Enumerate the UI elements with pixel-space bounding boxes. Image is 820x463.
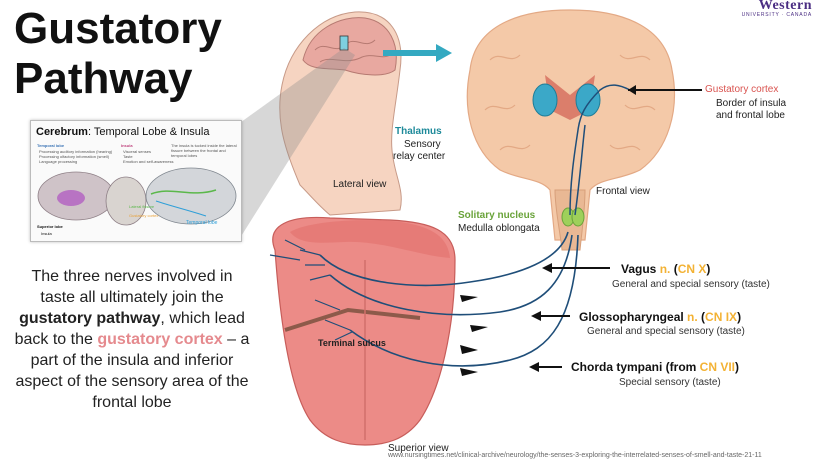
glosso-open: ( — [697, 310, 706, 324]
thalamus-left — [532, 83, 558, 117]
gustatory-pointer-head-icon — [628, 85, 636, 95]
gustatory-sub-1: Border of insula — [716, 98, 787, 109]
glosso-mid: n. — [687, 310, 698, 324]
glosso-sub: General and special sensory (taste) — [587, 326, 745, 337]
solitary-nucleus-2 — [571, 207, 585, 227]
superior-view-label: Superior view — [388, 443, 449, 454]
desc-bold: gustatory pathway — [19, 310, 161, 327]
arrow-icon — [460, 345, 478, 354]
desc-part-2: , which lead back to the — [14, 310, 245, 348]
inset-temporal-item-3: Language processing — [39, 159, 78, 164]
inset-label-insula: Insula — [41, 231, 52, 236]
glosso-close: ) — [737, 310, 742, 324]
vagus-sub: General and special sensory (taste) — [612, 279, 770, 290]
logo-subtitle: UNIVERSITY · CANADA — [741, 12, 812, 18]
desc-part-3: – a part of the insula and inferior aspe… — [15, 331, 250, 411]
chorda-name: Chorda tympani (from — [571, 360, 700, 374]
tongue — [272, 216, 456, 446]
university-logo: Western UNIVERSITY · CANADA — [742, 0, 812, 18]
terminal-sulcus-label: Terminal sulcus — [318, 338, 386, 348]
logo-name: Western — [758, 0, 812, 13]
solitary-sub: Medulla oblongata — [458, 223, 540, 234]
arrow-icon — [460, 295, 478, 302]
brain-frontal — [466, 9, 676, 241]
thalamus-sub-2: relay center — [393, 151, 446, 162]
inset-insula-item-3: Emotion and self-awareness — [123, 159, 174, 164]
vagus-nerve — [319, 231, 569, 287]
gustatory-sub-2: and frontal lobe — [716, 110, 785, 121]
glosso-cn: CN IX — [705, 310, 738, 324]
gustatory-cortex-label: Gustatory cortex — [705, 84, 779, 95]
vagus-pointer-head-icon — [542, 263, 552, 273]
glosso-name: Glossopharyngeal — [579, 310, 688, 324]
desc-part-1: The three nerves involved in taste all u… — [31, 268, 233, 306]
pathway-line-2 — [574, 124, 586, 216]
terminal-sulcus-line — [284, 307, 421, 332]
arrow-head-icon — [436, 44, 452, 62]
arrow-icon — [470, 325, 488, 332]
pathway-line — [569, 84, 631, 216]
description-text: The three nerves involved in taste all u… — [12, 266, 252, 413]
inset-insula-heading: Insula — [121, 143, 133, 148]
inset-label-temporal: Temporal lobe — [186, 220, 218, 226]
inset-insula-item-1: Visceral senses — [123, 149, 151, 154]
chorda-sub: Special sensory (taste) — [619, 377, 721, 388]
chorda-pointer-head-icon — [529, 362, 539, 372]
inset-title-main: Cerebrum — [36, 126, 88, 138]
tongue-base — [290, 220, 450, 258]
chorda-tympani-nerve — [349, 234, 579, 367]
vagus-name: Vagus — [621, 262, 660, 276]
direction-arrows — [460, 295, 488, 376]
source-url: www.nursingtimes.net/clinical-archive/ne… — [388, 452, 762, 459]
arrow-shaft — [383, 50, 438, 56]
inset-temporal-item-2: Processing olfactory information (smell) — [39, 154, 110, 159]
chorda-cn: CN VII — [699, 360, 736, 374]
zoom-wedge — [230, 48, 355, 238]
solitary-nucleus-label: Solitary nucleus — [458, 210, 536, 221]
frontal-view-label: Frontal view — [596, 186, 650, 197]
vagus-nerve-label: Vagus n. (CN X) — [621, 262, 710, 276]
glossopharyngeal-nerve — [329, 234, 573, 316]
inset-title: Cerebrum: Temporal Lobe & Insula — [36, 126, 209, 138]
page-title: Gustatory Pathway — [14, 4, 222, 104]
arrow-icon — [460, 368, 478, 376]
thalamus-label: Thalamus — [395, 126, 442, 137]
inset-insula-note: The insula is tucked inside the lateral … — [171, 143, 237, 158]
vagus-cn: CN X — [677, 262, 707, 276]
thalamus-right — [575, 83, 601, 117]
glossopharyngeal-nerve-label: Glossopharyngeal n. (CN IX) — [579, 310, 741, 324]
glosso-pointer-head-icon — [531, 311, 541, 321]
lateral-highlight-icon — [339, 35, 349, 51]
inset-label-gustatory: Gustatory cortex — [129, 213, 159, 218]
inset-title-sub: : Temporal Lobe & Insula — [87, 126, 210, 138]
inset-label-lateral: Lateral fissure — [129, 204, 155, 209]
title-line-2: Pathway — [14, 54, 193, 103]
inset-insula-item-2: Taste — [123, 154, 133, 159]
inset-brain-images — [37, 167, 237, 226]
vagus-mid: n. — [659, 262, 671, 276]
brain-frontal-folds — [484, 54, 656, 151]
thalamus-sub-1: Sensory — [404, 139, 441, 150]
vagus-close: ) — [706, 262, 711, 276]
chorda-close: ) — [735, 360, 740, 374]
desc-gustatory-cortex: gustatory cortex — [97, 331, 223, 348]
brain-lateral — [302, 17, 397, 76]
chorda-tympani-label: Chorda tympani (from CN VII) — [571, 360, 739, 374]
title-line-1: Gustatory — [14, 4, 222, 53]
inset-temporal-heading: Temporal lobe — [37, 143, 65, 148]
nerve-branches — [269, 239, 353, 341]
cerebrum-inset: Cerebrum: Temporal Lobe & Insula Tempora… — [30, 120, 242, 242]
inset-temporal-item-1: Processing auditory information (hearing… — [39, 149, 113, 154]
inset-label-superior: Superior lobe — [37, 224, 63, 229]
lateral-view-label: Lateral view — [333, 179, 387, 190]
vagus-open: ( — [670, 262, 678, 276]
